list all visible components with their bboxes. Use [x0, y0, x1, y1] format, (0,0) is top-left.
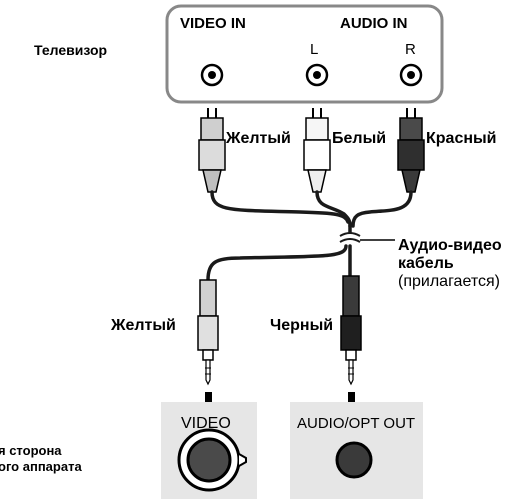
cable-title-line1: Аудио-видео — [398, 237, 502, 254]
red-rca-plug — [397, 108, 425, 193]
tv-audio-l-jack[interactable] — [305, 63, 329, 87]
device-side-label-line1: я сторона — [0, 443, 62, 458]
tv-audio-r-jack[interactable] — [399, 63, 423, 87]
tv-label: Телевизор — [34, 42, 107, 58]
video-port-label: VIDEO — [181, 415, 231, 432]
audio-r-label: R — [405, 41, 416, 58]
video-port-jack[interactable] — [177, 428, 247, 492]
jack-black-label: Черный — [270, 317, 333, 334]
plug-yellow-label: Желтый — [225, 130, 291, 147]
white-rca-plug — [303, 108, 331, 193]
black-minijack-plug — [340, 275, 362, 386]
device-side-label-line2: ого аппарата — [0, 459, 82, 474]
cable-note: (прилагается) — [398, 273, 500, 290]
video-in-label: VIDEO IN — [180, 15, 246, 32]
audio-port-jack[interactable] — [335, 441, 373, 479]
cable-break-mark — [339, 232, 361, 243]
audio-in-label: AUDIO IN — [340, 15, 408, 32]
yellow-minijack-plug — [197, 279, 219, 386]
plug-red-label: Красный — [426, 130, 497, 147]
yellow-rca-plug — [198, 108, 226, 193]
tv-video-jack[interactable] — [200, 63, 224, 87]
av-cable — [206, 190, 413, 282]
audio-l-label: L — [310, 41, 318, 58]
jack-yellow-label: Желтый — [110, 317, 176, 334]
audio-port-label: AUDIO/OPT OUT — [297, 415, 415, 432]
cable-title-line2: кабель — [398, 255, 454, 272]
tv-panel — [165, 4, 444, 104]
plug-white-label: Белый — [332, 130, 386, 147]
